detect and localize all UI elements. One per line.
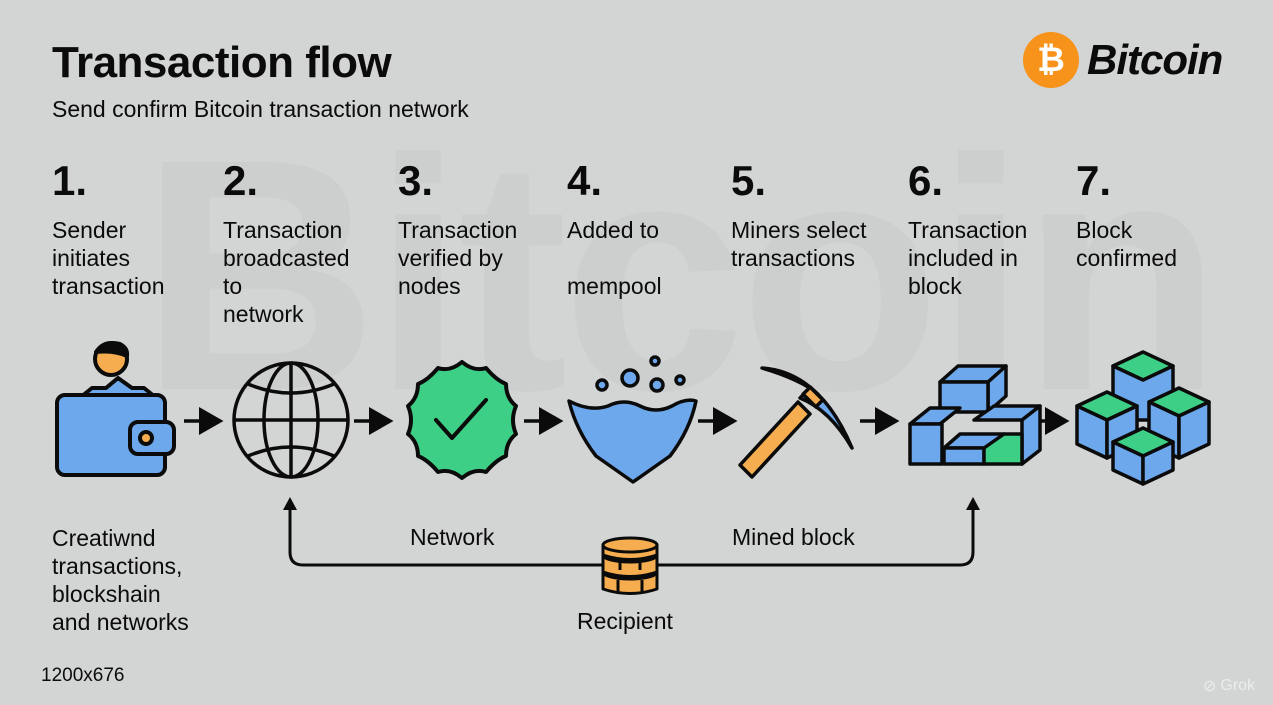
pickaxe-icon	[738, 366, 854, 479]
grok-text: Grok	[1220, 677, 1256, 694]
grok-watermark: ⊘ Grok	[1203, 676, 1255, 696]
bitcoin-icon: ₿	[1023, 32, 1079, 88]
step-number: 1.	[52, 157, 88, 204]
step-label: Sender initiates transaction	[52, 217, 165, 299]
step-6: 6. Transaction included in block	[908, 160, 1078, 300]
step-number: 4.	[567, 157, 603, 204]
logo-text: Bitcoin	[1087, 36, 1223, 83]
mempool-icon	[567, 355, 698, 484]
step-number: 2.	[223, 157, 259, 204]
size-label: 1200x676	[41, 665, 125, 686]
flow-arrowhead-left	[283, 497, 297, 510]
page-subtitle: Send confirm Bitcoin transaction network	[52, 96, 469, 122]
step-number: 5.	[731, 157, 767, 204]
bottom-note: Creatiwnd transactions, blockshain and n…	[52, 525, 189, 635]
step-label: Added to mempool	[567, 217, 662, 299]
step-label: Transaction included in block	[908, 217, 1028, 299]
grok-icon: ⊘	[1203, 678, 1217, 695]
step-2: 2. Transaction broadcasted to network	[223, 160, 393, 328]
globe-icon	[232, 361, 350, 479]
verified-badge-icon	[406, 360, 518, 480]
wallet-user-icon	[55, 341, 176, 477]
step-label: Miners select transactions	[731, 217, 867, 271]
blockchain-icon	[1075, 350, 1211, 486]
mined-block-label: Mined block	[732, 524, 855, 550]
flow-arrowhead-right	[966, 497, 980, 510]
step-1: 1. Sender initiates transaction	[52, 160, 222, 300]
step-label: Transaction broadcasted to network	[223, 217, 350, 327]
step-4: 4. Added to mempool	[567, 160, 737, 300]
blocks-icon	[908, 364, 1042, 466]
step-label: Transaction verified by nodes	[398, 217, 518, 299]
step-3: 3. Transaction verified by nodes	[398, 160, 568, 300]
step-label: Block confirmed	[1076, 217, 1177, 271]
page-title: Transaction flow	[52, 38, 392, 87]
step-number: 3.	[398, 157, 434, 204]
recipient-label: Recipient	[577, 608, 673, 634]
step-5: 5. Miners select transactions	[731, 160, 901, 272]
network-label: Network	[410, 524, 495, 550]
step-7: 7. Block confirmed	[1076, 160, 1246, 272]
bitcoin-logo: ₿ Bitcoin	[1023, 32, 1223, 88]
coin-stack-icon	[601, 536, 659, 595]
step-number: 7.	[1076, 157, 1112, 204]
step-number: 6.	[908, 157, 944, 204]
